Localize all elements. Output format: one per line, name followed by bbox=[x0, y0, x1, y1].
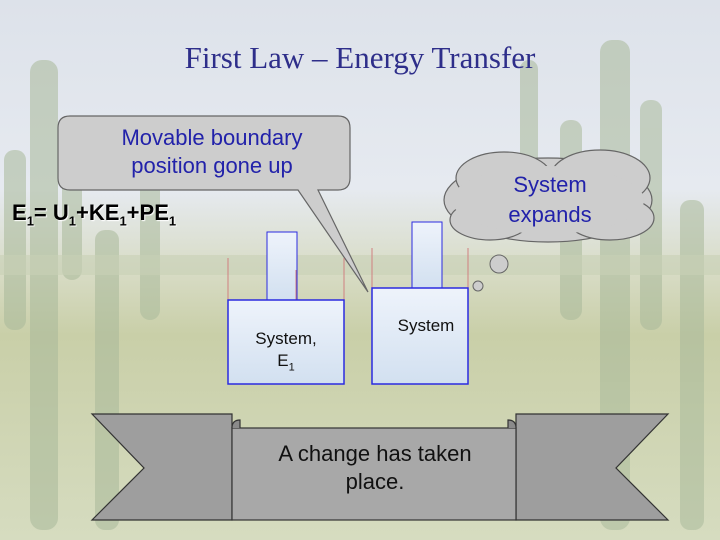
left-system-line-1: System, bbox=[255, 329, 317, 348]
eq-pe: +PE bbox=[126, 200, 169, 225]
cloud-bubble-medium bbox=[472, 280, 484, 292]
callout-line-2: position gone up bbox=[131, 153, 293, 178]
eq-ke: +KE bbox=[76, 200, 120, 225]
cloud-line-2: expands bbox=[508, 202, 592, 227]
callout-line-1: Movable boundary bbox=[121, 125, 303, 150]
eq-sub-2: 1 bbox=[68, 213, 77, 229]
energy-equation: E1= U1+KE1+PE1 bbox=[12, 200, 176, 228]
left-container bbox=[227, 231, 345, 385]
eq-sub-3: 1 bbox=[119, 213, 127, 229]
eq-e: E bbox=[12, 200, 27, 225]
cloud-text: System expands bbox=[480, 170, 620, 230]
callout-text: Movable boundary position gone up bbox=[72, 124, 352, 180]
eq-u: = U bbox=[33, 200, 69, 225]
left-system-sub: 1 bbox=[288, 361, 295, 374]
right-container bbox=[371, 221, 469, 385]
right-system-label: System bbox=[397, 316, 455, 335]
callout-box bbox=[57, 115, 369, 293]
left-system-e: E bbox=[277, 351, 289, 370]
left-system-label: System, E1 bbox=[236, 328, 336, 378]
banner-text: A change has taken place. bbox=[236, 440, 514, 496]
banner-line-2: place. bbox=[345, 469, 405, 494]
banner-line-1: A change has taken bbox=[278, 441, 472, 466]
slide-title: First Law – Energy Transfer bbox=[184, 40, 536, 75]
cloud-line-1: System bbox=[513, 172, 587, 197]
eq-sub-4: 1 bbox=[168, 213, 177, 229]
scroll-banner bbox=[90, 413, 670, 521]
cactus-decoration-left bbox=[4, 60, 160, 530]
cloud-bubble-large bbox=[489, 254, 509, 274]
eq-sub-1: 1 bbox=[26, 213, 34, 229]
